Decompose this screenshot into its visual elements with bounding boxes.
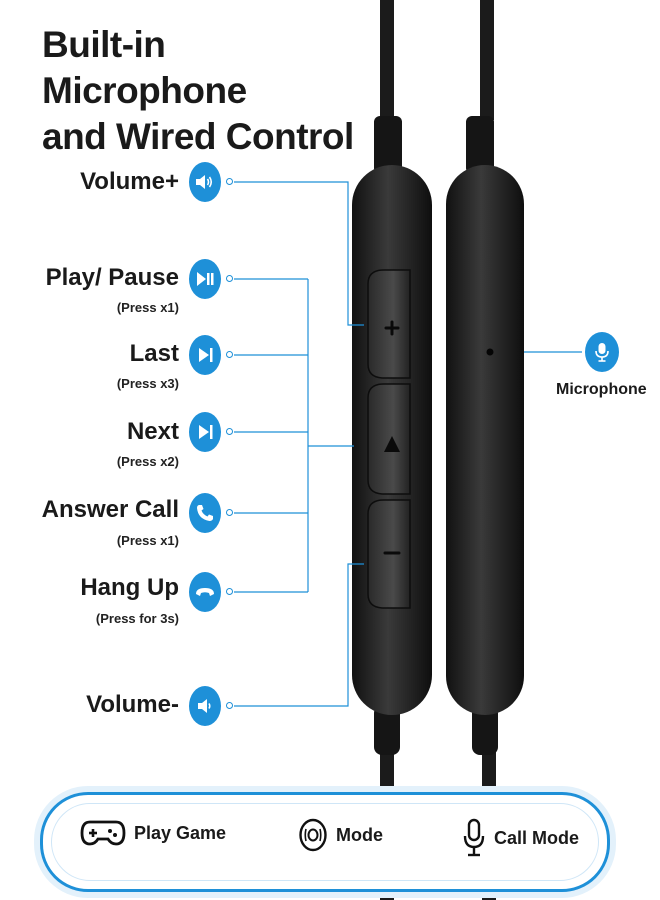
- answer-call-note: (Press x1): [116, 533, 179, 548]
- right-cable-collar: [466, 116, 494, 174]
- volume-up-button: [367, 269, 411, 379]
- triangle-icon: [384, 436, 400, 452]
- microphone-icon: [463, 818, 485, 857]
- leader-dot: [226, 351, 233, 358]
- volume-up-icon: [189, 162, 221, 202]
- call-mode: Call Mode: [462, 818, 579, 858]
- next-note: (Press x2): [116, 454, 179, 469]
- call-mode-label: Call Mode: [494, 827, 580, 848]
- leader-dot: [226, 588, 233, 595]
- leader-dot: [226, 509, 233, 516]
- last-note: (Press x3): [116, 376, 179, 391]
- volume-up-label: Volume+: [80, 168, 179, 195]
- page-title: Built-in Microphone and Wired Control: [42, 22, 372, 160]
- play-pause-icon: [189, 259, 221, 299]
- last-label: Last: [129, 340, 179, 367]
- gamepad-icon: [80, 820, 126, 846]
- play-game-label: Play Game: [134, 822, 227, 843]
- play-game-mode: Play Game: [80, 818, 226, 848]
- right-cable-top: [480, 0, 494, 120]
- leader-dot: [226, 178, 233, 185]
- title-line-1: Built-in Microphone: [42, 24, 247, 111]
- answer-call-label: Answer Call: [41, 496, 179, 523]
- left-cable-collar: [374, 116, 402, 174]
- left-cable-top: [380, 0, 394, 120]
- leader-dot: [226, 702, 233, 709]
- microphone-hole: [486, 348, 494, 356]
- hang-up-label: Hang Up: [80, 574, 179, 601]
- leader-dot: [226, 275, 233, 282]
- microphone-body: [446, 165, 524, 715]
- volume-down-icon: [189, 686, 221, 726]
- plus-icon: [384, 320, 400, 336]
- previous-track-icon: [189, 335, 221, 375]
- volume-down-label: Volume-: [86, 691, 179, 718]
- title-line-2: and Wired Control: [42, 116, 354, 157]
- phone-icon: [189, 493, 221, 533]
- play-pause-label: Play/ Pause: [45, 264, 179, 291]
- hang-up-note: (Press for 3s): [95, 611, 179, 626]
- play-pause-note: (Press x1): [116, 300, 179, 315]
- music-mode: Mode: [298, 818, 383, 852]
- mode-label: Mode: [336, 824, 383, 845]
- microphone-icon: [585, 332, 619, 372]
- microphone-label: Microphone: [556, 381, 647, 398]
- hang-up-icon: [189, 572, 221, 612]
- multifunction-button: [367, 383, 411, 495]
- next-label: Next: [126, 418, 179, 445]
- disc-mode-icon: [299, 818, 327, 852]
- next-track-icon: [189, 412, 221, 452]
- leader-dot: [226, 428, 233, 435]
